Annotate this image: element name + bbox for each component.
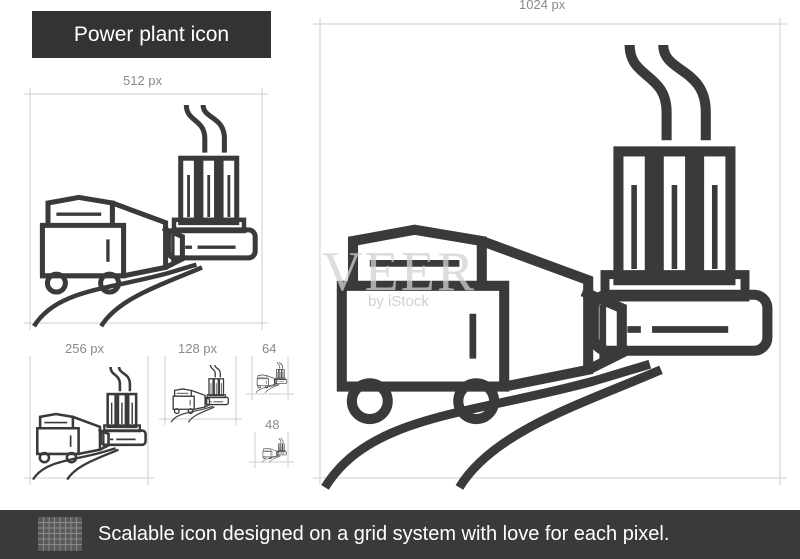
footer-bar xyxy=(0,510,800,559)
size-label-1024: 1024 px xyxy=(519,0,566,12)
size-label-512: 512 px xyxy=(123,73,163,88)
size-label-64: 64 xyxy=(262,341,277,356)
power-plant-icon-256 xyxy=(31,365,147,481)
power-plant-icon-64 xyxy=(255,361,288,394)
icon-preview-canvas xyxy=(24,18,787,510)
watermark-brand: VEER xyxy=(322,241,477,303)
size-label-128: 128 px xyxy=(178,341,218,356)
power-plant-icon-128 xyxy=(170,364,229,423)
grid-icon xyxy=(38,517,82,551)
watermark-sub: by iStock xyxy=(368,293,429,310)
power-plant-icon-48 xyxy=(261,437,287,463)
power-plant-icon-512 xyxy=(34,105,255,326)
size-label-256: 256 px xyxy=(65,341,105,356)
size-label-48: 48 xyxy=(265,417,280,432)
footer-text: Scalable icon designed on a grid system … xyxy=(98,523,670,545)
page-title: Power plant icon xyxy=(32,11,271,58)
